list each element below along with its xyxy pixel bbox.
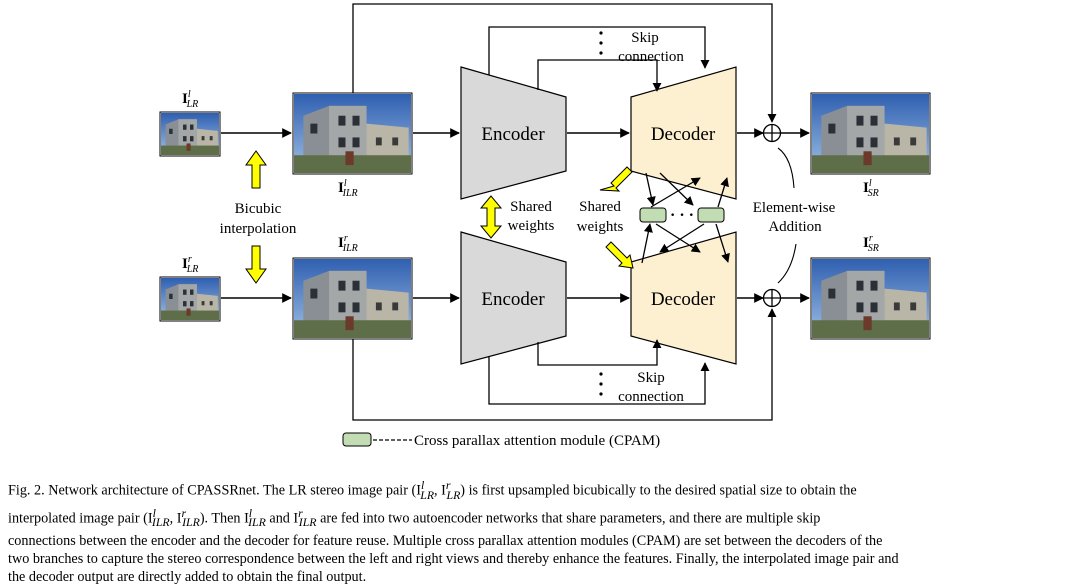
elementwise-label-2: Addition	[768, 219, 822, 235]
ilr-right-image	[292, 257, 413, 340]
bypass-lines	[352, 3, 777, 421]
forward-arrows	[221, 128, 810, 303]
cpam-arrows	[641, 172, 730, 264]
cpam-dots: · · ·	[670, 207, 694, 224]
sr-right-image	[810, 257, 931, 340]
figure-caption: Fig. 2. Network architecture of CPASSRne…	[8, 476, 1080, 586]
caption-line-3: connections between the encoder and the …	[8, 532, 883, 549]
caption-line-2: interpolated image pair (IlILR, IrILR). …	[8, 505, 821, 530]
decoder-top	[630, 66, 737, 200]
lr-left-image	[159, 111, 221, 157]
legend-cpam-swatch	[342, 432, 372, 447]
skip-dots	[599, 31, 603, 396]
shared-weights-encoder-arrow-icon	[479, 195, 503, 239]
cpam-module-1	[639, 207, 667, 223]
encoder-bottom	[460, 231, 567, 365]
legend-text: Cross parallax attention module (CPAM)	[414, 433, 660, 449]
bicubic-label-2: interpolation	[220, 221, 297, 237]
shared-weights-dec-label-2: weights	[577, 219, 624, 235]
decoder-bottom	[630, 231, 737, 365]
skip-bottom-label-1: Skip	[637, 370, 665, 386]
lr-right-image	[159, 276, 221, 322]
encoder-bottom-label: Encoder	[481, 289, 545, 310]
caption-line-4: two branches to capture the stereo corre…	[8, 550, 899, 567]
legend: Cross parallax attention module (CPAM)	[342, 432, 660, 449]
bicubic-label-1: Bicubic	[235, 201, 282, 217]
skip-top-label-1: Skip	[631, 30, 659, 46]
skip-bottom-label-2: connection	[618, 389, 684, 405]
ilr-left-image	[292, 92, 413, 175]
skip-connections	[488, 26, 710, 405]
network-architecture-diagram: Encoder Encoder Decoder Decoder	[159, 3, 931, 449]
shared-weights-enc-label-2: weights	[508, 218, 555, 234]
shared-weights-dec-label-1: Shared	[579, 199, 621, 215]
shared-weights-decoder-arrow-down-icon	[605, 241, 634, 269]
decoder-bottom-label: Decoder	[651, 289, 716, 310]
elementwise-pointers	[777, 147, 797, 284]
skip-top-label-2: connection	[618, 49, 684, 65]
caption-line-5: the decoder output are directly added to…	[8, 568, 367, 585]
cpam-module-2	[697, 207, 725, 223]
encoder-top-label: Encoder	[481, 124, 545, 145]
sr-left-image	[810, 92, 931, 175]
encoder-top	[460, 66, 567, 200]
add-symbol-bottom	[762, 288, 782, 308]
shared-weights-decoder-arrow-up-icon	[599, 166, 633, 192]
caption-line-1: Fig. 2. Network architecture of CPASSRne…	[8, 478, 857, 502]
shared-weights-enc-label-1: Shared	[510, 199, 552, 215]
decoder-top-label: Decoder	[651, 124, 716, 145]
bicubic-arrow-up-icon	[245, 150, 267, 189]
add-symbol-top	[762, 123, 782, 143]
elementwise-label-1: Element-wise	[753, 200, 836, 216]
bicubic-arrow-down-icon	[245, 245, 267, 284]
